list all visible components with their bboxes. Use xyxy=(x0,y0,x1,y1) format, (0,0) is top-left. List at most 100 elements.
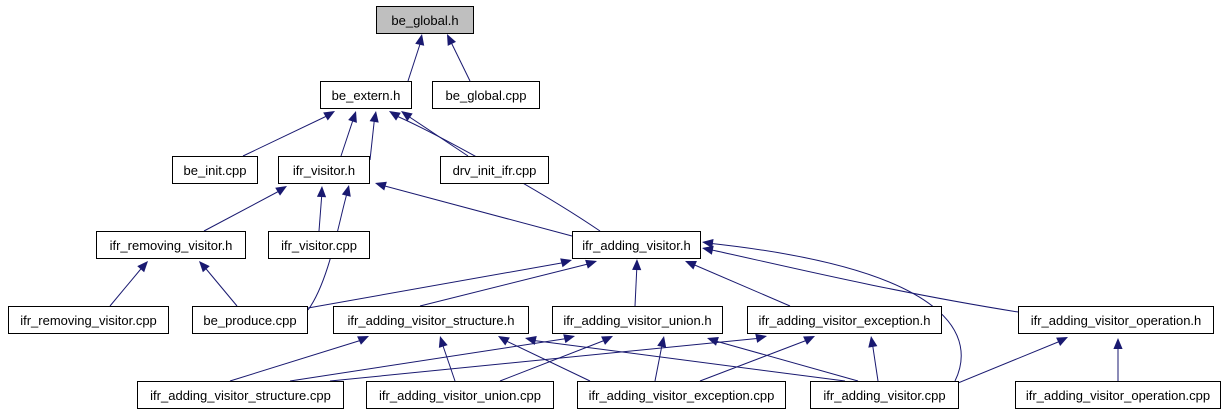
graph-edge xyxy=(957,339,1064,384)
graph-edge-arrowhead xyxy=(1056,337,1068,346)
graph-edge-arrowhead xyxy=(369,111,379,123)
graph-edge xyxy=(242,113,332,157)
graph-edge-arrowhead xyxy=(275,186,287,196)
graph-edge-arrowhead xyxy=(357,336,369,345)
graph-node-ifr-adding-visitor-union-h[interactable]: ifr_adding_visitor_union.h xyxy=(552,306,723,334)
graph-node-ifr-adding-visitor-structure-cpp[interactable]: ifr_adding_visitor_structure.cpp xyxy=(137,381,344,409)
graph-edge xyxy=(499,338,609,382)
graph-edge-arrowhead xyxy=(389,111,401,121)
graph-edge-arrowhead xyxy=(199,261,210,273)
graph-edge xyxy=(289,337,571,382)
graph-node-label: be_init.cpp xyxy=(183,162,247,178)
graph-node-ifr-adding-visitor-structure-h[interactable]: ifr_adding_visitor_structure.h xyxy=(333,306,529,334)
graph-edge xyxy=(307,261,568,309)
graph-edge xyxy=(440,339,456,382)
graph-node-label: ifr_adding_visitor.h xyxy=(582,237,691,253)
graph-node-be-produce-cpp[interactable]: be_produce.cpp xyxy=(192,306,308,334)
graph-edge-arrowhead xyxy=(601,336,613,345)
graph-edge xyxy=(380,184,573,237)
graph-edge-arrowhead xyxy=(632,259,642,271)
graph-edge xyxy=(634,263,638,307)
graph-edge-arrowhead xyxy=(755,333,767,343)
graph-edge xyxy=(203,188,284,232)
graph-edge-arrowhead xyxy=(707,337,719,346)
graph-edge-arrowhead xyxy=(702,245,714,255)
graph-node-label: be_extern.h xyxy=(331,87,401,103)
graph-node-be-extern-h[interactable]: be_extern.h xyxy=(320,81,412,109)
graph-node-label: ifr_adding_visitor_union.cpp xyxy=(379,387,541,403)
graph-node-be-global-h[interactable]: be_global.h xyxy=(376,6,474,34)
graph-edge-arrowhead xyxy=(137,261,148,273)
graph-edge-arrowhead xyxy=(401,111,413,122)
graph-edge-arrowhead xyxy=(348,111,357,123)
graph-node-ifr-adding-visitor-cpp[interactable]: ifr_adding_visitor.cpp xyxy=(810,381,959,409)
graph-node-ifr-adding-visitor-operation-cpp[interactable]: ifr_adding_visitor_operation.cpp xyxy=(1015,381,1221,409)
graph-node-label: ifr_adding_visitor_exception.cpp xyxy=(588,387,775,403)
graph-edge-arrowhead xyxy=(323,111,335,121)
graph-node-label: drv_init_ifr.cpp xyxy=(452,162,537,178)
graph-edge xyxy=(711,339,859,382)
graph-node-label: ifr_adding_visitor_union.h xyxy=(563,312,712,328)
graph-edge-arrowhead xyxy=(560,258,572,268)
graph-node-label: ifr_adding_visitor_exception.h xyxy=(758,312,931,328)
graph-edge-arrowhead xyxy=(1113,338,1123,349)
graph-edge xyxy=(871,340,879,382)
graph-edge xyxy=(706,248,1019,313)
graph-edge xyxy=(689,262,791,307)
graph-edge xyxy=(419,262,593,307)
graph-edge-arrowhead xyxy=(498,336,510,346)
graph-node-ifr-removing-visitor-cpp[interactable]: ifr_removing_visitor.cpp xyxy=(8,306,169,334)
graph-edge xyxy=(407,37,423,82)
graph-node-ifr-removing-visitor-h[interactable]: ifr_removing_visitor.h xyxy=(96,231,246,259)
graph-node-be-init-cpp[interactable]: be_init.cpp xyxy=(172,156,258,184)
graph-edge xyxy=(229,338,366,382)
graph-edge-arrowhead xyxy=(316,186,327,198)
graph-node-label: be_global.cpp xyxy=(445,87,527,103)
graph-node-label: ifr_removing_visitor.h xyxy=(109,237,233,253)
graph-node-label: ifr_visitor.cpp xyxy=(281,237,357,253)
graph-node-be-global-cpp[interactable]: be_global.cpp xyxy=(432,81,540,109)
graph-edge-arrowhead xyxy=(585,259,597,269)
graph-edge-arrowhead xyxy=(525,336,537,345)
graph-edge-arrowhead xyxy=(447,34,456,46)
graph-node-ifr-adding-visitor-h[interactable]: ifr_adding_visitor.h xyxy=(572,231,701,259)
graph-node-label: ifr_adding_visitor_structure.cpp xyxy=(150,387,331,403)
graph-edge-arrowhead xyxy=(438,336,448,348)
graph-edge xyxy=(318,191,323,232)
graph-node-label: be_produce.cpp xyxy=(203,312,297,328)
graph-edge-arrowhead xyxy=(341,185,351,197)
graph-node-ifr-visitor-h[interactable]: ifr_visitor.h xyxy=(278,156,370,184)
graph-node-ifr-adding-visitor-exception-cpp[interactable]: ifr_adding_visitor_exception.cpp xyxy=(577,381,786,409)
graph-edge xyxy=(501,338,591,382)
graph-edge xyxy=(404,113,469,157)
graph-edge-arrowhead xyxy=(868,336,878,348)
graph-node-ifr-adding-visitor-operation-h[interactable]: ifr_adding_visitor_operation.h xyxy=(1018,306,1214,334)
graph-node-label: ifr_adding_visitor_operation.cpp xyxy=(1025,387,1211,403)
graph-edge xyxy=(201,263,238,307)
graph-edge xyxy=(654,339,664,382)
graph-node-label: ifr_adding_visitor_structure.h xyxy=(347,312,515,328)
graph-node-ifr-visitor-cpp[interactable]: ifr_visitor.cpp xyxy=(268,231,370,259)
graph-edge-arrowhead xyxy=(657,336,667,348)
graph-edge-arrowhead xyxy=(415,34,425,46)
graph-node-ifr-adding-visitor-union-cpp[interactable]: ifr_adding_visitor_union.cpp xyxy=(366,381,554,409)
graph-edge xyxy=(109,263,146,307)
graph-edge xyxy=(369,113,376,161)
graph-edge xyxy=(448,37,471,82)
graph-edge xyxy=(529,339,846,382)
graph-node-label: be_global.h xyxy=(391,12,459,28)
graph-node-label: ifr_adding_visitor_operation.h xyxy=(1030,312,1202,328)
graph-edge xyxy=(340,113,356,157)
graph-edge-arrowhead xyxy=(375,181,387,191)
graph-edge-arrowhead xyxy=(563,334,575,344)
graph-edge xyxy=(699,338,811,382)
graph-node-ifr-adding-visitor-exception-h[interactable]: ifr_adding_visitor_exception.h xyxy=(747,306,942,334)
graph-edge-arrowhead xyxy=(685,260,697,270)
graph-edge-arrowhead xyxy=(803,336,815,345)
graph-edge xyxy=(329,337,763,382)
graph-node-drv-init-ifr-cpp[interactable]: drv_init_ifr.cpp xyxy=(440,156,549,184)
graph-node-label: ifr_removing_visitor.cpp xyxy=(20,312,157,328)
graph-node-label: ifr_adding_visitor.cpp xyxy=(823,387,946,403)
